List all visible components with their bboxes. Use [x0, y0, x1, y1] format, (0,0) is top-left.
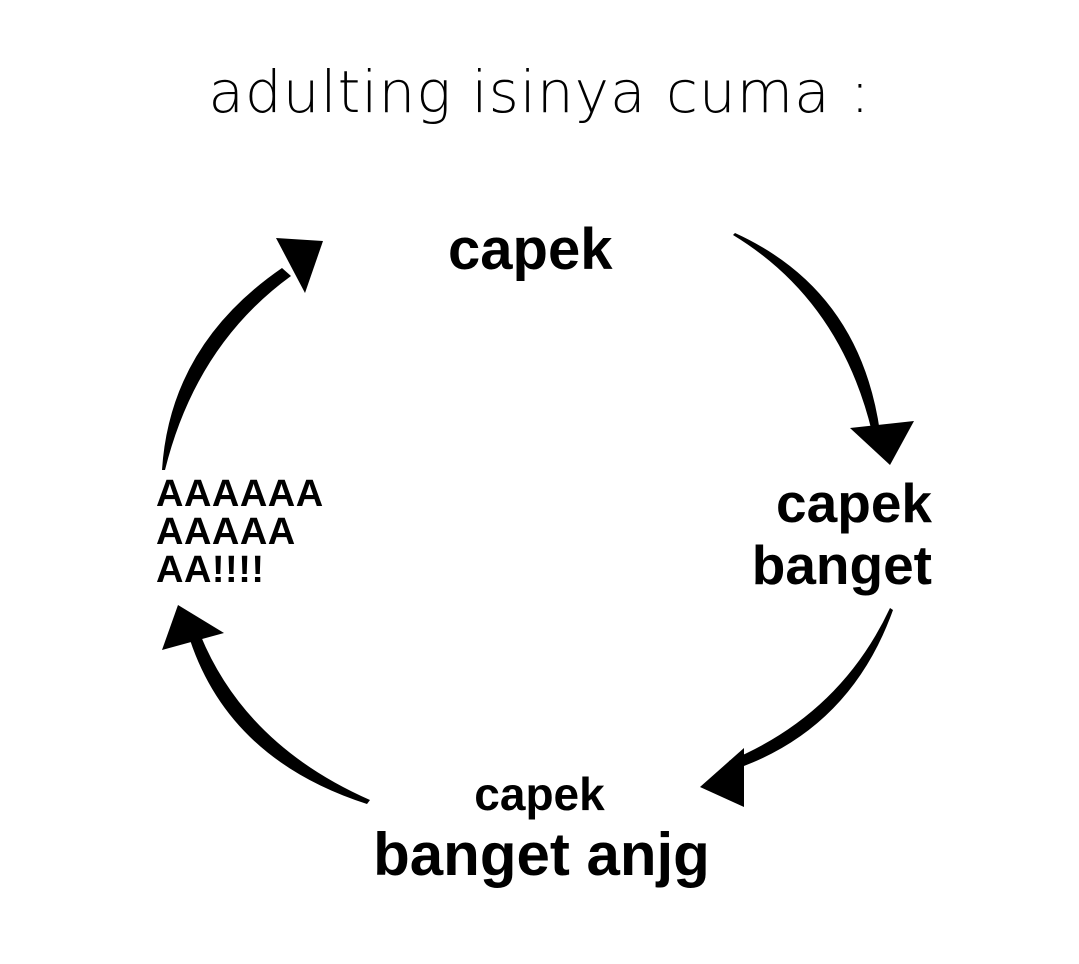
cycle-node-scream: AAAAAA AAAAA AA!!!! [156, 475, 324, 589]
cycle-node-capek-banget-anjg-line-2: banget anjg [373, 821, 710, 888]
arrow-left-to-top-head [276, 238, 323, 293]
arrow-right-to-bottom-head [700, 748, 744, 807]
arrow-top-to-right-head [850, 421, 914, 465]
cycle-node-scream-line-2: AAAAA [156, 511, 296, 553]
cycle-node-scream-line-1: AAAAAA [156, 473, 324, 515]
cycle-node-capek-banget-line-2: banget [751, 534, 932, 596]
arrow-right-to-bottom [700, 608, 893, 807]
arrow-left-to-top-shaft [162, 268, 291, 470]
arrow-top-to-right-shaft [733, 233, 880, 432]
cycle-node-capek-banget: capek banget [700, 472, 932, 596]
cycle-node-capek-banget-anjg-line-1: capek [474, 768, 605, 820]
arrow-bottom-to-left-shaft [190, 634, 370, 804]
cycle-node-capek-banget-line-1: capek [776, 472, 932, 534]
arrow-left-to-top [162, 238, 323, 470]
arrow-bottom-to-left [162, 605, 370, 804]
cycle-node-scream-line-3: AA!!!! [156, 549, 265, 591]
cycle-node-capek: capek [448, 217, 613, 282]
arrow-top-to-right [733, 233, 914, 465]
arrow-bottom-to-left-head [162, 605, 224, 650]
meme-title: adulting isinya cuma : [208, 58, 871, 126]
arrow-right-to-bottom-shaft [729, 608, 893, 770]
